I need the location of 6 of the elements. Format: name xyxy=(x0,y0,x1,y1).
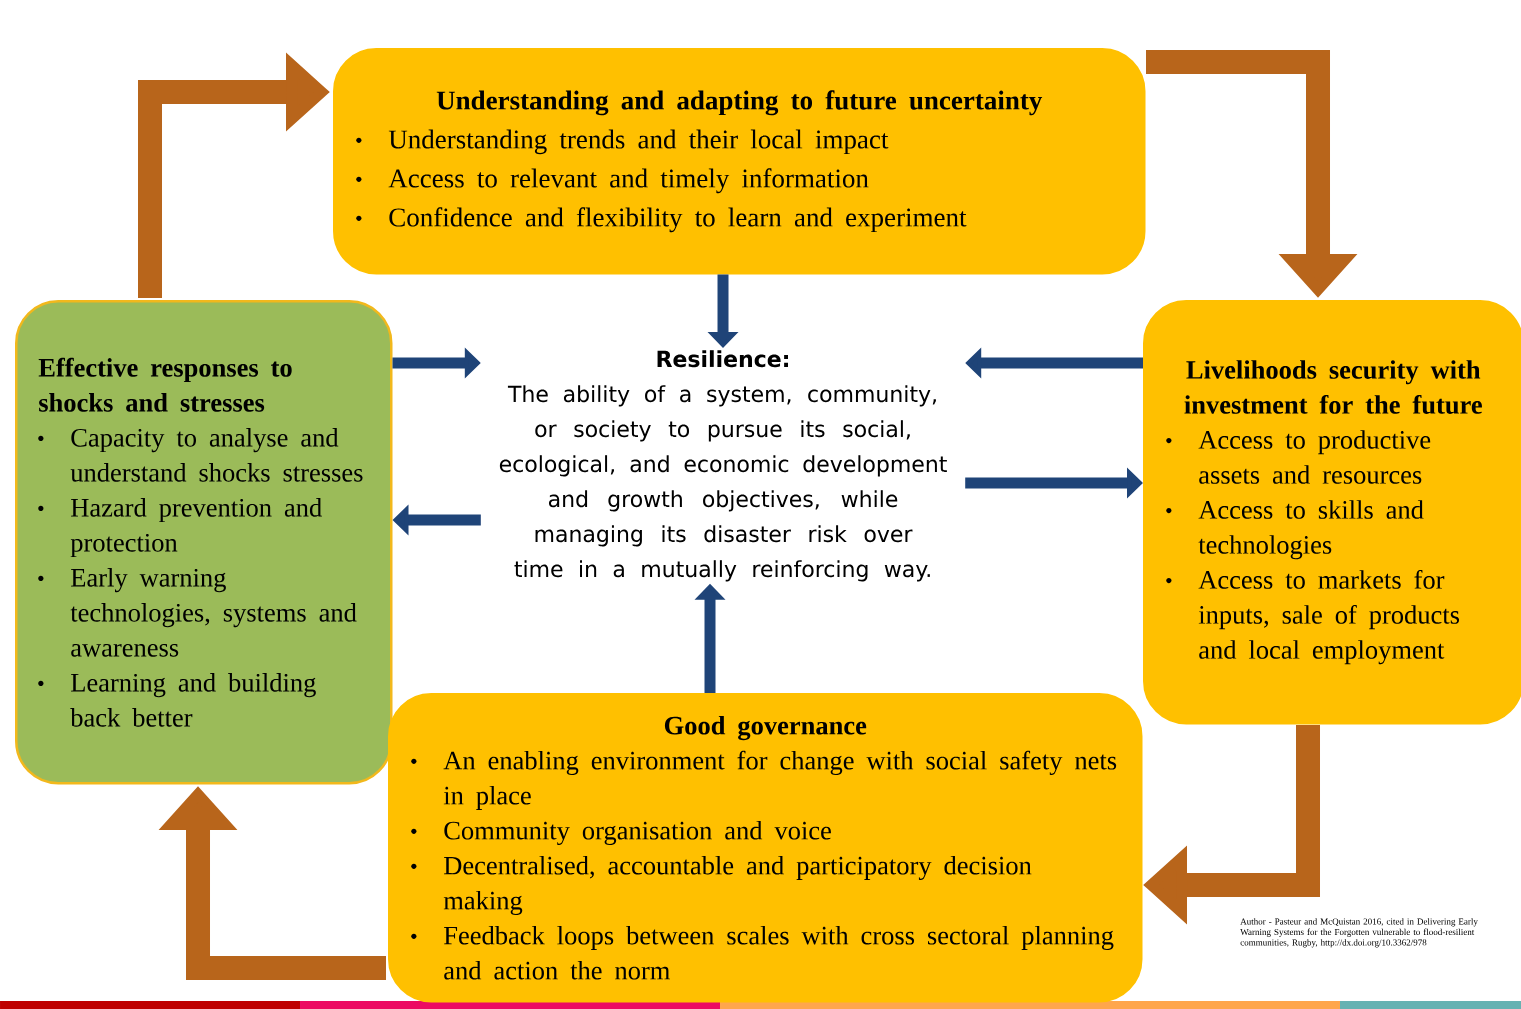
process-box: Livelihoods security with investment for the future Access to productive assets and resources Access to skills and technologies Access to markets for inputs, sale of products and local employment xyxy=(1143,300,1521,725)
citation-note: Author - Pasteur and McQuistan 2016, cited in Delivering Early Warning Systems for the Forgotten vulnerable to flood-resilient communities, Rugby, http://dx.doi.org/10.3362/978 xyxy=(1240,918,1478,948)
process-box: Effective responses to shocks and stresses Capacity to analyse and understand shocks stresses Hazard prevention and protection Early warning technologies, systems and awareness Learning and building back better xyxy=(15,300,393,785)
process-box: Understanding and adapting to future uncertainty Understanding trends and their local impact Access to relevant and timely information Confidence and flexibility to learn and experiment xyxy=(333,48,1146,275)
process-box: Good governance An enabling environment for change with social safety nets in place Community organisation and voice Decentralised, accountable and participatory decision making Feedback loops between scales with cross sectoral planning and action the norm xyxy=(388,693,1143,1003)
definition-text: Resilience: The ability of a system, community, or society to pursue its social, ecological, and economic development and growth objectives, while managing its disaster risk over time in a mutually reinforcing way. xyxy=(499,350,947,582)
